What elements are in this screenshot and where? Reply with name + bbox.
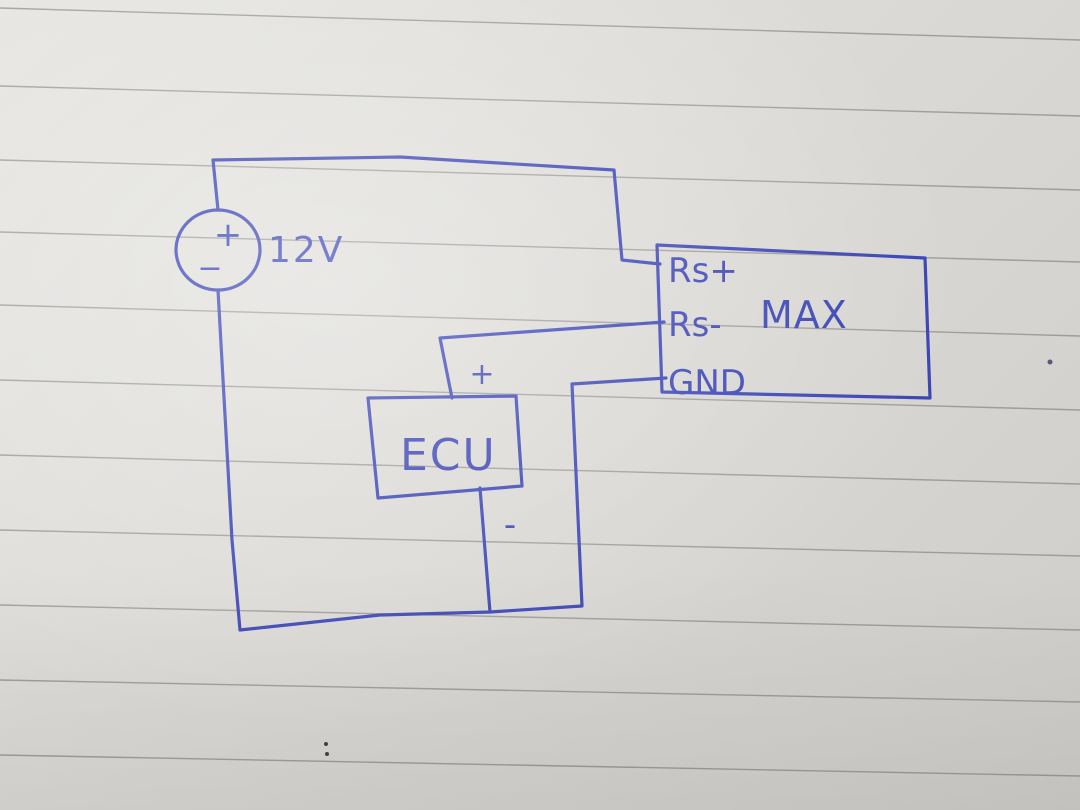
ruled-lines bbox=[0, 7, 1080, 777]
rule-line bbox=[0, 379, 1080, 411]
source-minus-label: − bbox=[197, 251, 222, 286]
ecu-block: ECU + - bbox=[366, 357, 524, 545]
rule-line bbox=[0, 604, 1080, 631]
wire-source-minus-loop bbox=[216, 288, 668, 632]
rule-line bbox=[0, 529, 1080, 557]
source-voltage-label: 12V bbox=[268, 230, 344, 271]
source-plus-label: + bbox=[214, 215, 243, 255]
stray-marks bbox=[324, 359, 1053, 756]
max-name-label: MAX bbox=[760, 293, 848, 337]
wire-top bbox=[211, 155, 662, 266]
rule-line bbox=[0, 304, 1080, 337]
rule-line bbox=[0, 754, 1080, 777]
wire-ecu-minus bbox=[478, 486, 492, 614]
rule-line bbox=[0, 85, 1080, 117]
voltage-source: + − 12V bbox=[174, 208, 344, 292]
wires bbox=[211, 155, 668, 632]
wire-ecu-plus bbox=[438, 320, 666, 400]
ink-dot bbox=[324, 742, 328, 746]
ink-dot bbox=[325, 752, 329, 756]
rule-line bbox=[0, 679, 1080, 703]
ecu-plus-label: + bbox=[469, 357, 494, 392]
rule-line bbox=[0, 454, 1080, 485]
max-pin-gnd-label: GND bbox=[668, 363, 746, 403]
ecu-block-outline bbox=[366, 394, 524, 500]
rule-line bbox=[0, 7, 1080, 41]
max-block: Rs+ Rs- MAX GND bbox=[655, 243, 932, 403]
max-pin-rs-plus-label: Rs+ bbox=[668, 251, 738, 291]
ecu-name-label: ECU bbox=[400, 430, 497, 481]
max-block-outline bbox=[655, 243, 932, 400]
ecu-minus-label: - bbox=[504, 505, 516, 545]
ink-dot bbox=[1047, 359, 1053, 365]
max-pin-rs-minus-label: Rs- bbox=[668, 305, 722, 345]
rule-line bbox=[0, 159, 1080, 191]
